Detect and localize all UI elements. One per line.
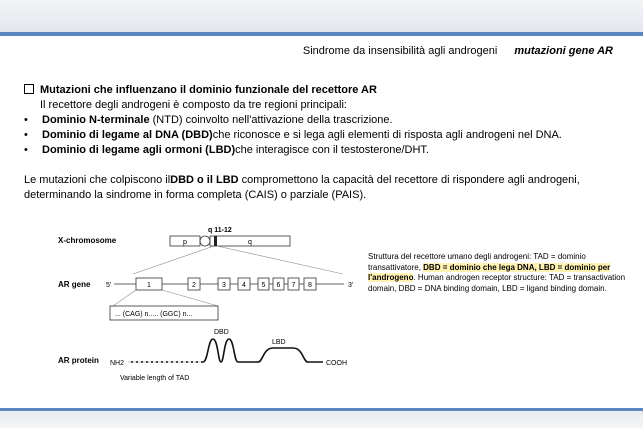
exon-label: 1	[147, 282, 151, 289]
exon-box	[217, 277, 231, 291]
three-prime-label: 3'	[348, 282, 353, 289]
repeat-box	[109, 305, 219, 321]
exon-label: 8	[308, 282, 312, 289]
bullet-item: • Dominio di legame agli ormoni (LBD)che …	[24, 143, 624, 158]
ar-diagram: X-chromosome q 11-12 p q AR gene 5' 3' 1…	[58, 227, 353, 382]
paragraph-line-1: Le mutazioni che colpiscono ilDBD o il L…	[24, 173, 624, 188]
bullet-text: che riconosce e si lega agli elementi di…	[212, 129, 562, 141]
paragraph-line-2: determinando la sindrome in forma comple…	[24, 189, 367, 201]
figure-caption: Struttura del recettore umano degli andr…	[368, 252, 630, 294]
zoom-line-left	[132, 245, 215, 275]
cooh-label: COOH	[326, 360, 347, 367]
repeat-label: ... (CAG) n..... (GGC) n...	[115, 311, 192, 318]
q-arm	[209, 235, 291, 247]
repeat-zoom-left	[112, 289, 137, 307]
bullet-bold: Dominio di legame al DNA (DBD)	[42, 129, 213, 141]
nh2-label: NH2	[110, 360, 124, 367]
bullet-icon: •	[24, 144, 28, 156]
exon-box	[272, 277, 285, 291]
exon-group: 1 2 3 4 5 6 7 8	[135, 277, 317, 291]
bullet-icon: •	[24, 129, 28, 141]
exon-box	[303, 277, 317, 291]
ar-gene-label: AR gene	[58, 280, 91, 289]
slide-header: Sindrome da insensibilità agli androgeni…	[303, 45, 613, 57]
exon-label: 2	[192, 282, 196, 289]
bullet-bold: Dominio di legame agli ormoni (LBD)	[42, 144, 236, 156]
checkbox-bullet-icon	[24, 84, 34, 94]
top-divider	[0, 32, 643, 36]
exon-label: 6	[277, 282, 281, 289]
exon-box	[135, 277, 163, 291]
exon-label: 3	[222, 282, 226, 289]
bullet-text: che interagisce con il testosterone/DHT.	[235, 144, 429, 156]
bullet-text: (NTD) coinvolto nell'attivazione della t…	[149, 114, 393, 126]
bottom-divider	[0, 408, 643, 411]
caption-text: . Human androgen receptor structure: TAD…	[368, 273, 626, 293]
top-banner	[0, 0, 643, 32]
exon-label: 7	[292, 282, 296, 289]
exon-box	[237, 277, 251, 291]
bullet-item: • Dominio N-terminale (NTD) coinvolto nel…	[24, 113, 624, 128]
paragraph-text: compromettono la capacità del recettore …	[238, 174, 580, 186]
p-arm-label: p	[183, 239, 187, 246]
ar-structure-figure: X-chromosome q 11-12 p q AR gene 5' 3' 1…	[58, 224, 358, 399]
ar-locus-band	[214, 236, 217, 246]
slide-title: Sindrome da insensibilità agli androgeni	[302, 45, 498, 57]
exon-label: 4	[242, 282, 246, 289]
section-heading: Mutazioni che influenzano il dominio fun…	[40, 84, 377, 96]
caption-text: Struttura del recettore umano degli andr…	[368, 252, 586, 272]
x-chromosome-label: X-chromosome	[58, 236, 117, 245]
exon-label: 5	[262, 282, 266, 289]
protein-backbone	[128, 338, 323, 363]
exon-box	[257, 277, 270, 291]
section-heading-row: Mutazioni che influenzano il dominio fun…	[24, 83, 624, 98]
slide-body: Mutazioni che influenzano il dominio fun…	[24, 83, 624, 203]
exon-box	[287, 277, 300, 291]
tad-note: Variable length of TAD	[120, 375, 189, 382]
zoom-line-right	[216, 245, 344, 275]
paragraph-bold: DBD o il LBD	[170, 174, 239, 186]
five-prime-label: 5'	[106, 282, 111, 289]
repeat-zoom-right	[161, 289, 219, 307]
lbd-label: LBD	[272, 339, 286, 346]
centromere	[199, 235, 211, 247]
bullet-item: • Dominio di legame al DNA (DBD)che ricon…	[24, 128, 624, 143]
dbd-label: DBD	[214, 329, 229, 336]
bullet-bold: Dominio N-terminale	[42, 114, 150, 126]
intro-line: Il recettore degli androgeni è composto …	[40, 99, 347, 111]
paragraph-text: Le mutazioni che colpiscono il	[24, 174, 171, 186]
exon-box	[187, 277, 201, 291]
q-arm-label: q	[248, 239, 252, 246]
bottom-banner	[0, 411, 643, 428]
ar-protein-label: AR protein	[58, 356, 99, 365]
slide-subtitle: mutazioni gene AR	[514, 45, 613, 57]
bullet-icon: •	[24, 114, 28, 126]
q-band-label: q 11-12	[208, 227, 232, 234]
